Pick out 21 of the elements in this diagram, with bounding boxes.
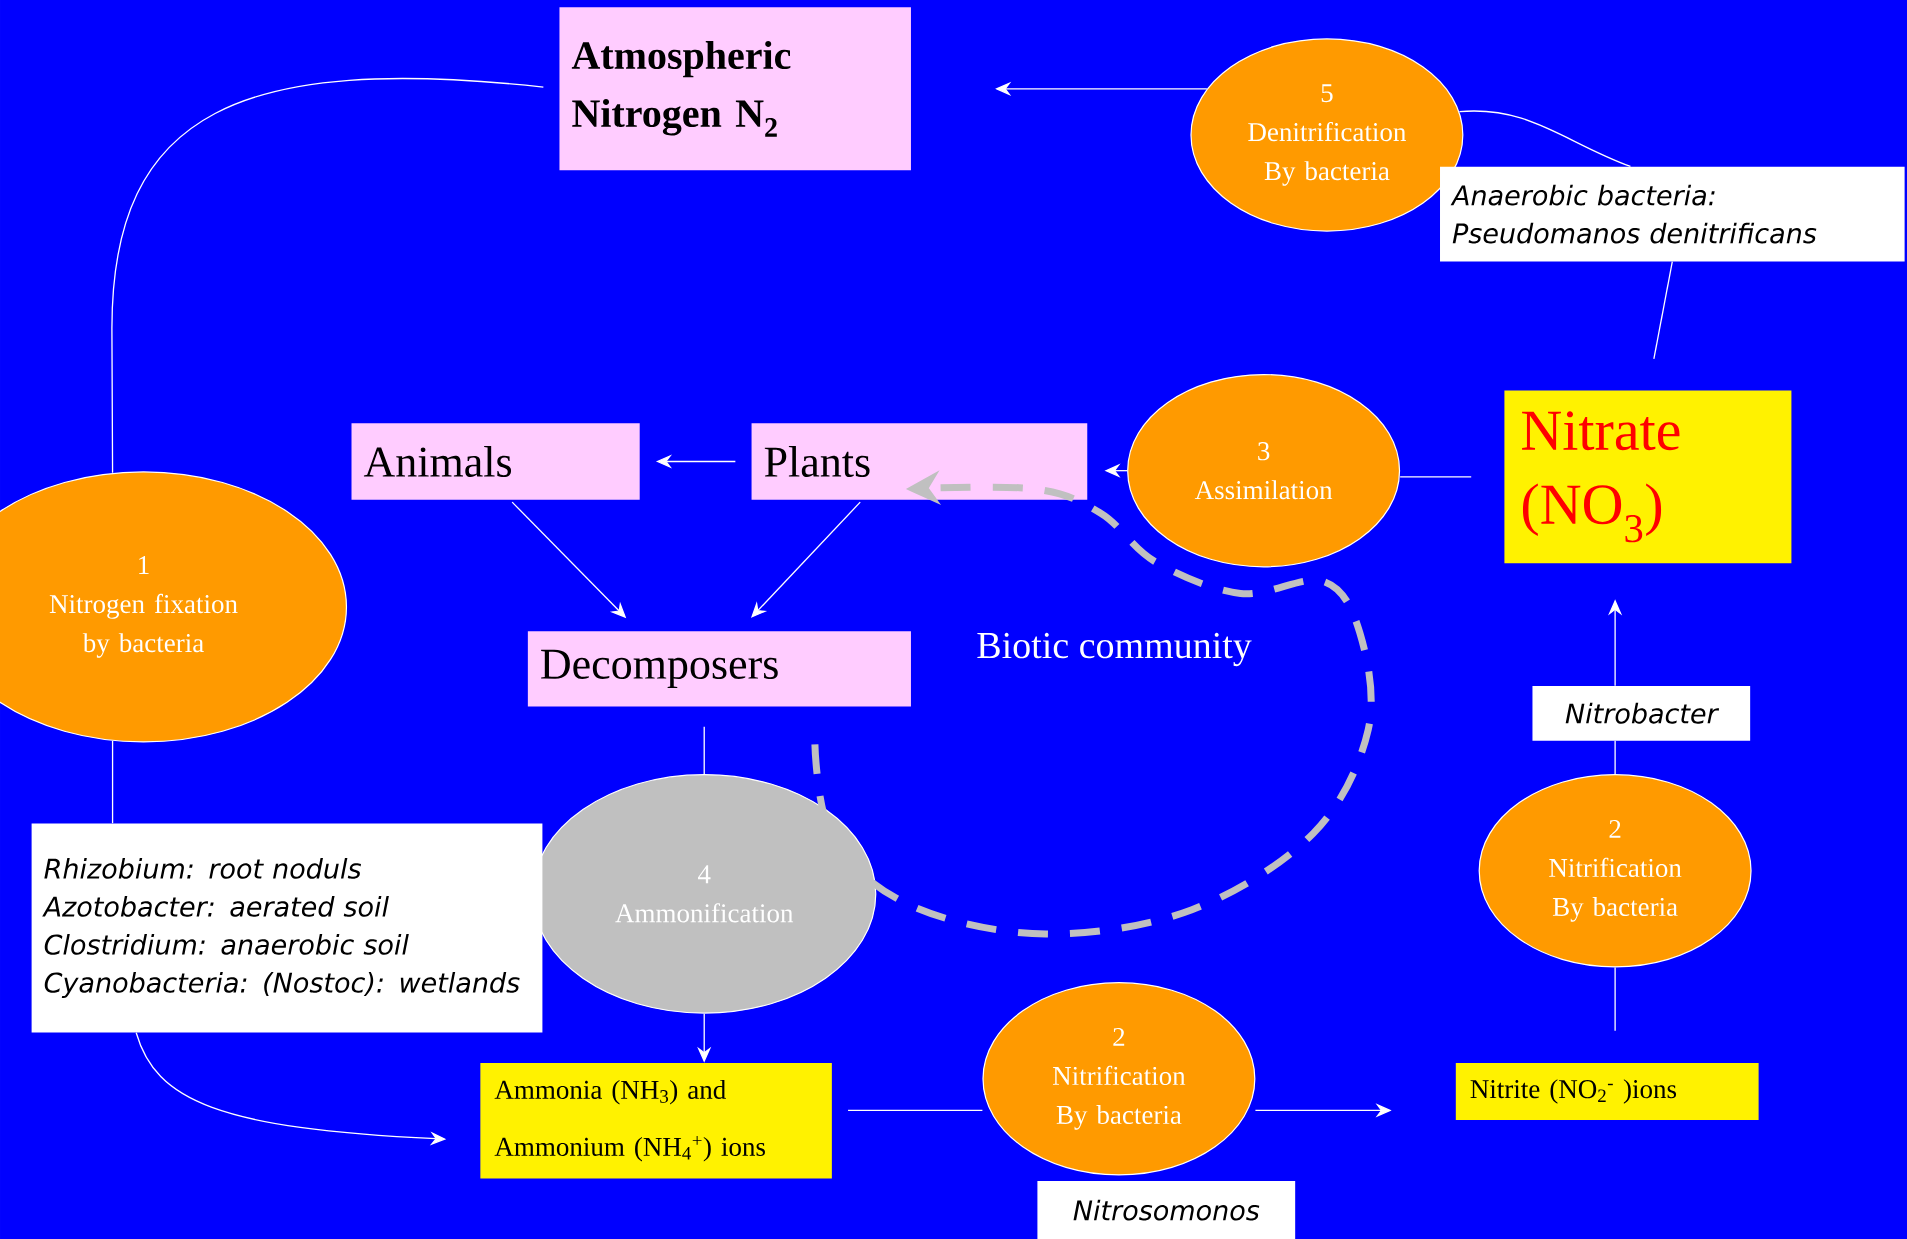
- label-box: Atmospheric Nitrogen N$_{2}$: [559, 7, 911, 171]
- note-box: Rhizobium: root noduls Azotobacter: aerated soil Clostridium: anaerobic soil Cyanobacteria: (Nostoc): wetlands: [31, 823, 543, 1033]
- label-box: Decomposers: [527, 631, 911, 707]
- connector-line: [1614, 966, 1616, 1032]
- label-box: Nitrite (NO$_{2}$$^{-}$ )ions: [1455, 1062, 1759, 1121]
- label-box: Ammonia (NH$_{3}$) and Ammonium (NH$_{4}$$^{+}$) ions: [480, 1062, 832, 1179]
- connector-line: [1614, 740, 1616, 775]
- text-label: Biotic community: [977, 632, 1252, 667]
- note-box: Nitrobacter: [1532, 685, 1751, 741]
- connector-line: [1458, 110, 1632, 168]
- label-box: Nitrate (NO$_{3}$): [1504, 390, 1792, 564]
- connector-line: [111, 740, 114, 824]
- connector-line: [703, 726, 705, 775]
- note-box: Anaerobic bacteria: Pseudomanos denitrificans: [1440, 166, 1905, 262]
- connector-line: [847, 1109, 984, 1112]
- note-box: Nitrosomonos: [1037, 1180, 1296, 1239]
- label-box: Animals: [351, 423, 640, 500]
- connector-line: [111, 77, 544, 474]
- label-box: Plants: [751, 423, 1088, 500]
- connector-line: [1399, 476, 1472, 478]
- connector-line: [1653, 261, 1673, 360]
